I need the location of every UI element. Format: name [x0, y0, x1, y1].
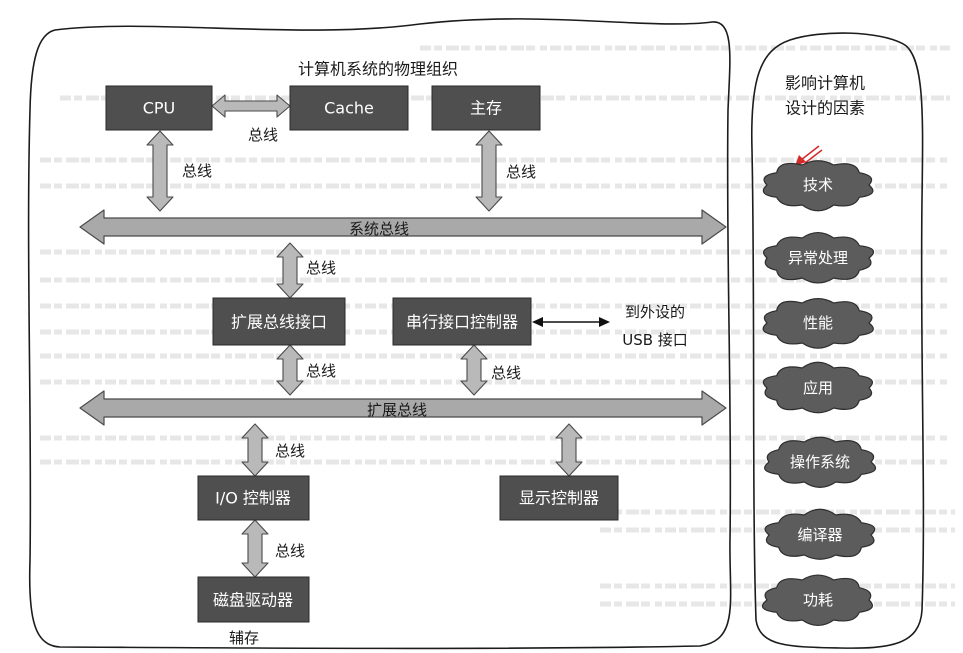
factor-cloud-shape: [762, 298, 874, 349]
factor-power-consumption-label: 功耗: [803, 591, 833, 609]
io-controller-bus-label: 总线: [275, 442, 305, 460]
io-controller-label: I/O 控制器: [215, 489, 291, 508]
factor-exception-handling: 异常处理: [763, 231, 875, 284]
cache-box: Cache: [289, 85, 409, 131]
memory-system-bus-link-arrow: [475, 130, 503, 212]
display-controller-label: 显示控制器: [519, 489, 599, 508]
factor-cloud-shape: [761, 574, 873, 627]
factor-cloud-shape: [762, 361, 873, 414]
cache-label: Cache: [324, 99, 374, 118]
factor-technology: 技术: [762, 160, 874, 212]
cpu-label: CPU: [143, 99, 176, 118]
cpu-box: CPU: [105, 85, 213, 131]
factor-cloud-shape: [764, 508, 876, 560]
display-controller-box: 显示控制器: [499, 475, 619, 521]
organization-title: 计算机系统的物理组织: [298, 60, 458, 79]
main-memory-label: 主存: [470, 99, 502, 118]
usb-arrowhead-right: [599, 317, 610, 327]
cpu-cache-bus-label: 总线: [248, 126, 278, 144]
system-bus-arrow: [79, 209, 727, 245]
expansion-bus-arrow: [79, 390, 727, 426]
system-bus-label: 系统总线: [349, 220, 409, 238]
factor-operating-system: 操作系统: [764, 436, 877, 488]
expansion-interface-system-bus-label: 总线: [306, 259, 336, 277]
factor-applications: 应用: [762, 361, 873, 414]
serial-controller-expansion-bus-link-arrow: [460, 344, 488, 396]
cpu-system-bus-label: 总线: [182, 162, 212, 180]
factor-cloud-shape: [763, 231, 875, 284]
disk-drive-label: 磁盘驱动器: [213, 591, 293, 610]
usb-note-line-1: 到外设的: [625, 303, 685, 321]
usb-link-arrow: [532, 317, 610, 327]
design-factors-panel-outline: [750, 32, 925, 649]
factor-performance-label: 性能: [803, 314, 833, 332]
io-controller-disk-link-arrow: [241, 519, 269, 578]
serial-interface-controller-box: 串行接口控制器: [392, 297, 532, 346]
disk-drive-box: 磁盘驱动器: [197, 576, 310, 623]
display-controller-expansion-bus-link-arrow: [555, 423, 583, 477]
factor-technology-label: 技术: [803, 176, 833, 194]
main-memory-box: 主存: [431, 85, 541, 131]
factor-operating-system-label: 操作系统: [790, 453, 850, 471]
expansion-bus-interface-label: 扩展总线接口: [231, 313, 327, 332]
io-controller-expansion-bus-link-arrow: [241, 423, 269, 477]
factor-cloud-shape: [762, 160, 874, 212]
cpu-system-bus-link-arrow: [146, 130, 174, 212]
io-controller-box: I/O 控制器: [197, 475, 310, 521]
disk-bus-label: 总线: [275, 542, 305, 560]
secondary-storage-label: 辅存: [229, 629, 259, 647]
expansion-interface-expansion-bus-link-arrow: [276, 344, 304, 396]
factor-compiler-label: 编译器: [797, 526, 842, 544]
usb-arrowhead-left: [532, 317, 543, 327]
factor-applications-label: 应用: [803, 379, 833, 397]
factor-compiler: 编译器: [764, 508, 876, 560]
usb-note-line-2: USB 接口: [622, 331, 688, 349]
expansion-interface-expansion-bus-label: 总线: [306, 362, 336, 380]
memory-system-bus-label: 总线: [506, 163, 536, 181]
serial-interface-controller-label: 串行接口控制器: [406, 313, 518, 332]
factor-cloud-shape: [764, 436, 877, 488]
factor-power-consumption: 功耗: [761, 574, 873, 627]
expansion-bus-interface-box: 扩展总线接口: [212, 297, 346, 346]
computer-organization-panel-outline: [27, 18, 732, 650]
red-pointer-icon: [795, 145, 823, 166]
expansion-bus-label: 扩展总线: [367, 401, 427, 419]
serial-controller-expansion-bus-label: 总线: [491, 364, 521, 382]
factors-title-line-2: 设计的因素: [785, 99, 865, 118]
factors-title-line-1: 影响计算机: [785, 74, 865, 93]
factor-exception-handling-label: 异常处理: [788, 249, 848, 267]
factor-performance: 性能: [762, 298, 874, 349]
